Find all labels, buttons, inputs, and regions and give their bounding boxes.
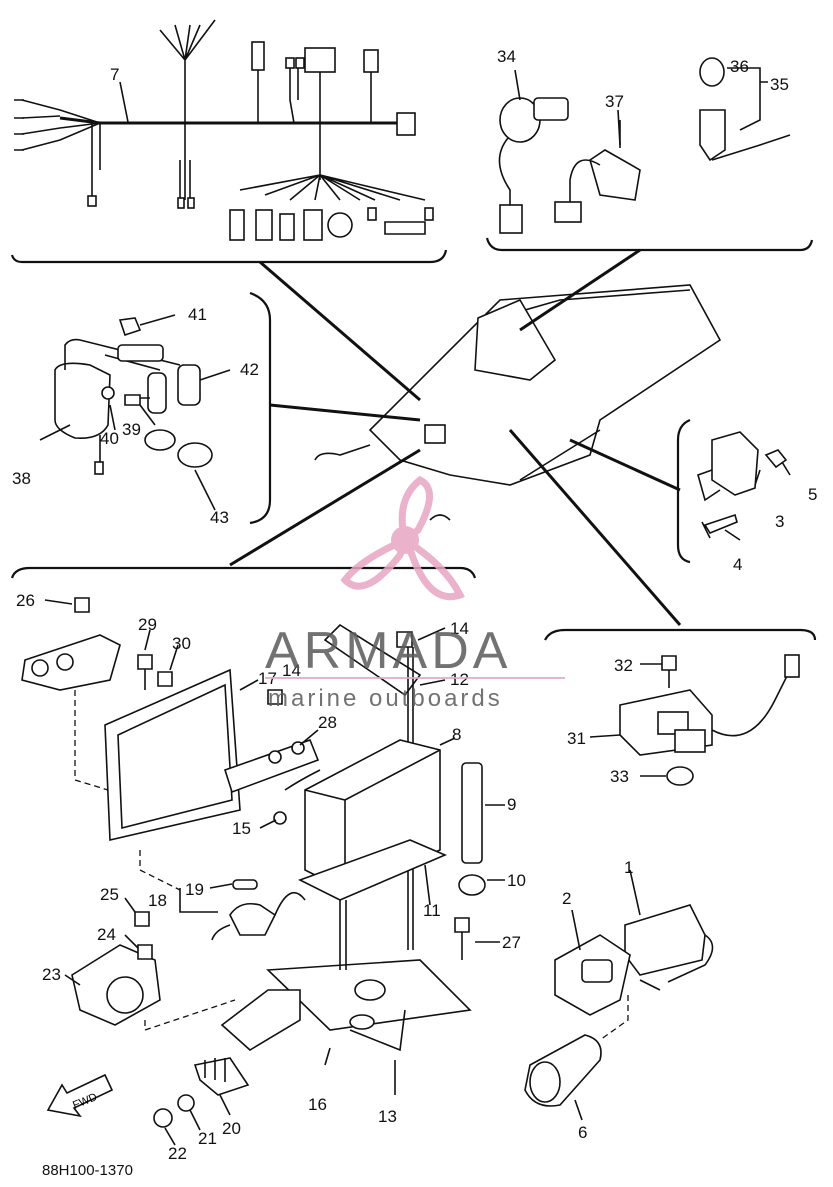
part-label-35: 35 [770, 75, 789, 94]
part-label-27: 27 [502, 933, 521, 952]
fuse-holder[interactable] [179, 879, 306, 941]
part-label-30: 30 [172, 634, 191, 653]
part-label-28: 28 [318, 713, 337, 732]
watermark-brand: ARMADA [265, 622, 511, 680]
battery-group-frame [10, 566, 477, 579]
hold-rod[interactable] [454, 762, 505, 960]
leader-ignition [269, 403, 421, 422]
part-label-36: 36 [730, 57, 749, 76]
rectifier-group[interactable] [544, 628, 817, 786]
battery[interactable] [297, 737, 456, 906]
part-label-9: 9 [507, 795, 516, 814]
part-label-29: 29 [138, 615, 157, 634]
part-label-15: 15 [232, 819, 251, 838]
part-label-5: 5 [808, 485, 817, 504]
part-label-3: 3 [775, 512, 784, 531]
diagram-code: 88H100-1370 [42, 1162, 133, 1179]
part-label-37: 37 [605, 92, 624, 111]
part-label-14b: 14 [450, 619, 469, 638]
part-label-18: 18 [148, 891, 167, 910]
part-label-14a: 14 [282, 661, 301, 680]
wire-harness[interactable] [10, 19, 448, 264]
starter-relay[interactable] [64, 897, 236, 1031]
leader-harness [259, 260, 421, 402]
part-label-16: 16 [308, 1095, 327, 1114]
cdi-starter-group[interactable] [524, 869, 714, 1121]
terminal-cover[interactable] [153, 1057, 250, 1146]
part-label-42: 42 [240, 360, 259, 379]
part-label-38: 38 [12, 469, 31, 488]
part-label-41: 41 [188, 305, 207, 324]
part-label-19: 19 [185, 880, 204, 899]
part-label-33: 33 [610, 767, 629, 786]
leader-relay [569, 438, 681, 492]
part-label-22: 22 [168, 1144, 187, 1163]
part-label-34: 34 [497, 47, 516, 66]
part-label-25: 25 [100, 885, 119, 904]
part-label-39: 39 [122, 420, 141, 439]
propeller-icon [340, 475, 465, 600]
part-label-1: 1 [624, 858, 633, 877]
watermark-tagline: marine outboards [268, 685, 503, 712]
part-label-24: 24 [97, 925, 116, 944]
part-label-23: 23 [42, 965, 61, 984]
battery-cover[interactable] [74, 668, 283, 891]
armada-logo: ARMADA marine outboards [265, 475, 565, 712]
part-label-32: 32 [614, 656, 633, 675]
part-label-6: 6 [578, 1123, 587, 1142]
part-label-40: 40 [100, 429, 119, 448]
main-switch-group[interactable] [485, 57, 814, 252]
part-label-8: 8 [452, 725, 461, 744]
hull-outline [314, 284, 722, 521]
part-label-4: 4 [733, 555, 742, 574]
leader-battery [229, 448, 421, 567]
relay-group[interactable] [676, 418, 791, 564]
part-label-21: 21 [198, 1129, 217, 1148]
ignition-coil-group[interactable] [39, 291, 272, 525]
part-label-20: 20 [222, 1119, 241, 1138]
part-label-10: 10 [507, 871, 526, 890]
battery-bracket[interactable] [224, 729, 321, 829]
leader-rectifier [508, 429, 682, 626]
part-label-7: 7 [110, 65, 119, 84]
leader-switch [519, 248, 641, 332]
part-label-43: 43 [210, 508, 229, 527]
mount-plate[interactable] [21, 597, 179, 691]
part-label-13: 13 [378, 1107, 397, 1126]
battery-tray[interactable] [220, 900, 472, 1095]
part-label-26: 26 [16, 591, 35, 610]
part-label-11: 11 [423, 901, 441, 920]
part-label-31: 31 [567, 729, 586, 748]
fwd-arrow-icon: FWD [46, 1073, 114, 1118]
part-label-12: 12 [450, 670, 469, 689]
part-label-2: 2 [562, 889, 571, 908]
